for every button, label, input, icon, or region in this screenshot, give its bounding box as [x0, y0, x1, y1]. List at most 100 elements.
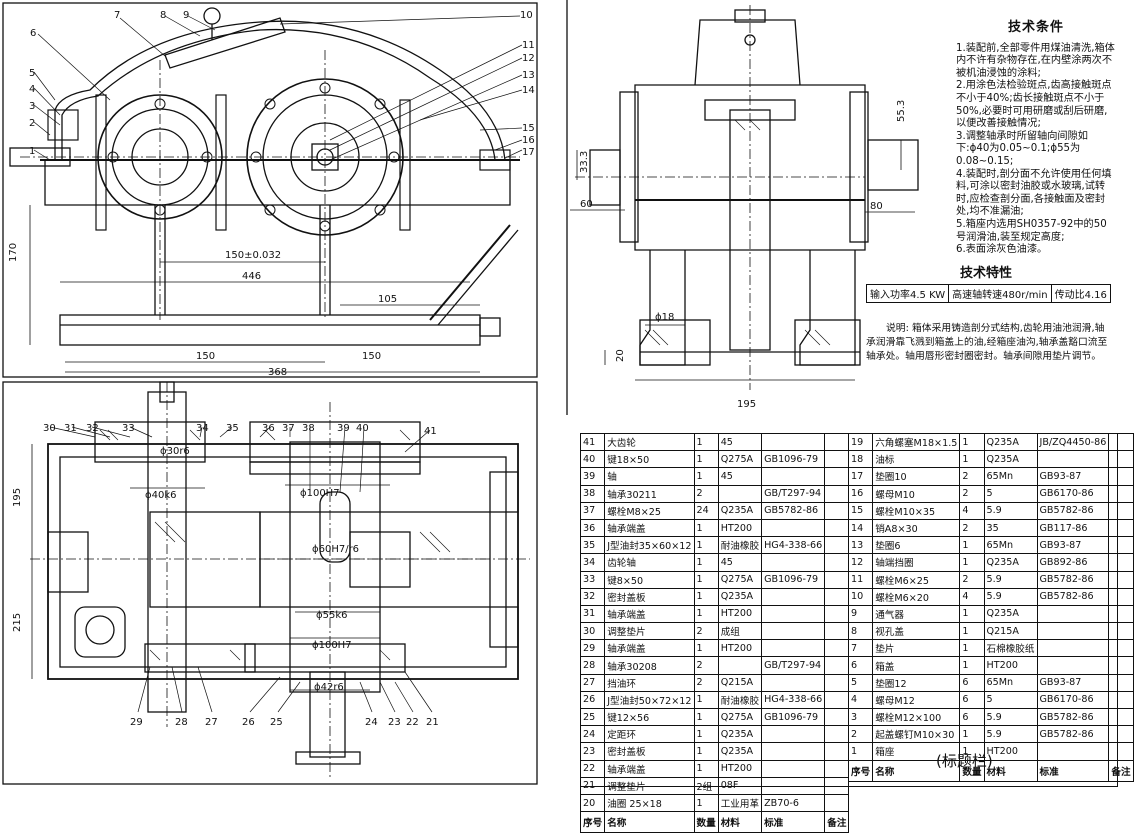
bom-cell [1108, 432, 1134, 452]
bom-header-cell: 备注 [1108, 759, 1134, 782]
bom-cell: 15 [847, 501, 874, 520]
bom-cell: 45 [717, 432, 763, 452]
bom-cell: 27 [579, 673, 606, 692]
bom-cell: 34 [579, 553, 606, 572]
bom-cell: 箱盖 [872, 656, 961, 675]
bom-cell: 2 [693, 622, 719, 641]
bom-cell: 1 [693, 742, 719, 761]
bom-cell [761, 759, 826, 778]
dim-phi100H7-bottom: ϕ100H7 [312, 640, 352, 651]
callout-6: 6 [30, 28, 36, 39]
bom-cell [761, 587, 826, 606]
dim-195-side: 195 [737, 399, 756, 410]
bom-cell: 20 [579, 793, 606, 813]
title-block: (标题栏) [936, 752, 993, 770]
bom-cell: 螺栓M8×25 [604, 501, 695, 520]
bom-cell: 成组 [717, 622, 763, 641]
bom-cell: Q235A [717, 742, 763, 761]
bom-cell [824, 450, 850, 469]
bom-cell [1108, 639, 1134, 658]
bom-cell: 65Mn [983, 673, 1038, 692]
bom-cell: 1 [693, 570, 719, 589]
bom-header-cell: 标准 [1036, 759, 1110, 782]
bom-cell: Q275A [717, 707, 763, 727]
dim-phi30r6: ϕ30r6 [160, 446, 190, 457]
bom-cell: 24 [579, 725, 606, 744]
bom-cell: GB6170-86 [1036, 690, 1110, 710]
bom-cell: 30 [579, 622, 606, 641]
bom-cell [1108, 536, 1134, 555]
bom-cell: 1 [959, 432, 985, 452]
bom-cell: 1 [693, 518, 719, 538]
bom-cell [1108, 450, 1134, 469]
dim-55-3: 55.3 [896, 99, 907, 122]
bom-cell: 1 [693, 639, 719, 658]
bom-cell: GB117-86 [1036, 518, 1110, 538]
bom-cell: 定距环 [604, 725, 695, 744]
bom-cell [1108, 604, 1134, 624]
bom-cell [824, 604, 850, 624]
bom-cell: Q235A [717, 501, 763, 520]
bom-cell: 六角螺塞M18×1.5 [872, 432, 961, 452]
technical-characteristics-title: 技术特性 [960, 266, 1013, 281]
bom-cell [761, 673, 826, 692]
bom-cell: 密封盖板 [604, 742, 695, 761]
callout-16: 16 [522, 135, 535, 146]
callout-5: 5 [29, 68, 35, 79]
bom-cell: 齿轮轴 [604, 553, 695, 572]
bom-cell: 轴承端盖 [604, 518, 695, 538]
callout-33: 33 [122, 423, 135, 434]
callout-23: 23 [388, 717, 401, 728]
bom-cell: 螺母M10 [872, 484, 961, 503]
tech-condition-5: 5.箱座内选用SH0357-92中的50号润滑油,装至规定高度; [956, 218, 1107, 243]
callout-37: 37 [282, 423, 295, 434]
bom-cell: 18 [847, 450, 874, 469]
bom-cell: 35 [983, 518, 1038, 538]
bom-cell [824, 622, 850, 641]
bom-cell: 40 [579, 450, 606, 469]
bom-cell: 4 [959, 587, 985, 606]
technical-conditions: 技术条件 1.装配前,全部零件用煤油清洗,箱体内不许有杂物存在,在内壁涂两次不被… [956, 21, 1116, 257]
bom-cell [824, 656, 850, 675]
bom-cell: 挡油环 [604, 673, 695, 692]
callout-32: 32 [86, 423, 99, 434]
bom-cell: 5.9 [983, 570, 1038, 589]
bom-cell: 38 [579, 484, 606, 503]
dim-368: 368 [268, 367, 287, 378]
bom-cell [824, 776, 850, 795]
callout-39: 39 [337, 423, 350, 434]
bom-cell: 2 [847, 725, 874, 744]
bom-cell: 1 [693, 432, 719, 452]
bom-cell [1108, 518, 1134, 538]
bom-cell: ZB70-6 [761, 793, 826, 813]
bom-cell: 23 [579, 742, 606, 761]
bom-cell: 41 [579, 432, 606, 452]
bom-header-cell: 标准 [761, 811, 826, 833]
bom-cell [824, 501, 850, 520]
bom-cell: 键8×50 [604, 570, 695, 589]
callout-4: 4 [29, 84, 35, 95]
bom-cell [824, 553, 850, 572]
bom-cell: 2 [959, 570, 985, 589]
bom-cell: 45 [717, 553, 763, 572]
bom-cell [824, 432, 850, 452]
bom-cell: Q235A [983, 553, 1038, 572]
bom-cell: GB5782-86 [1036, 707, 1110, 727]
bom-cell: 轴承30211 [604, 484, 695, 503]
bom-cell: 1 [693, 450, 719, 469]
bom-cell [1108, 467, 1134, 486]
bom-cell: 1 [959, 742, 985, 761]
